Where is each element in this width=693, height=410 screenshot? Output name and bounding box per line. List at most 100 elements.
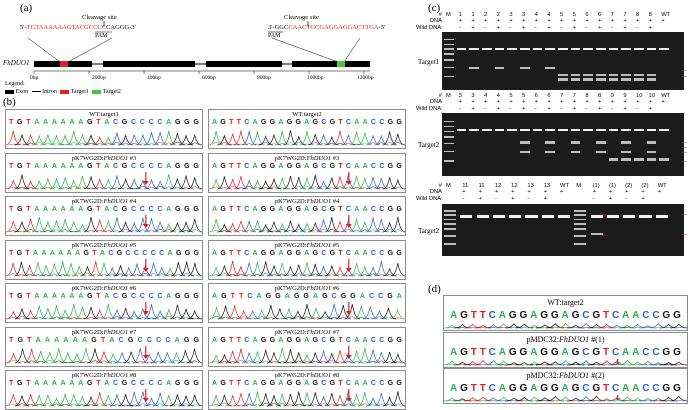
peak-C bbox=[366, 267, 380, 276]
base-A: A bbox=[354, 163, 359, 170]
base-G: G bbox=[266, 293, 271, 300]
lane-label: 11 bbox=[462, 183, 468, 189]
base-G: G bbox=[287, 163, 292, 170]
chromatogram-title: pK7WG2D:FhDUO1 #8 bbox=[209, 372, 405, 379]
base-A: A bbox=[212, 206, 217, 213]
base-C: C bbox=[582, 310, 589, 321]
base-G: G bbox=[193, 163, 198, 170]
base-G: G bbox=[295, 380, 300, 387]
base-C: C bbox=[371, 119, 376, 126]
base-G: G bbox=[270, 163, 275, 170]
lane-label: 8 bbox=[585, 93, 588, 99]
gel-band bbox=[647, 74, 657, 76]
gel-band bbox=[520, 151, 530, 153]
base-A: A bbox=[212, 380, 217, 387]
base-G: G bbox=[87, 380, 92, 387]
gel-band bbox=[444, 235, 456, 237]
base-G: G bbox=[540, 310, 548, 321]
base-G: G bbox=[673, 383, 681, 394]
lane-label: (1) bbox=[609, 183, 616, 189]
base-A: A bbox=[499, 310, 506, 321]
base-G: G bbox=[261, 337, 266, 344]
lane-label: (2) bbox=[625, 183, 632, 189]
gel-band bbox=[457, 129, 467, 131]
base-G: G bbox=[275, 293, 280, 300]
base-C: C bbox=[131, 163, 136, 170]
base-G: G bbox=[387, 293, 392, 300]
gel-band bbox=[444, 59, 454, 61]
base-G: G bbox=[330, 163, 335, 170]
base-T: T bbox=[9, 293, 13, 300]
base-G: G bbox=[117, 250, 122, 257]
peak-A bbox=[101, 395, 116, 406]
lane-label: + bbox=[649, 25, 652, 31]
base-G: G bbox=[175, 119, 180, 126]
background-peak bbox=[674, 364, 685, 365]
lane-label: 2 bbox=[497, 12, 500, 18]
base-C: C bbox=[612, 383, 619, 394]
base-T: T bbox=[92, 250, 96, 257]
base-G: G bbox=[91, 337, 96, 344]
lane-label: + bbox=[509, 99, 512, 105]
gel-band bbox=[647, 78, 657, 80]
lane-label: + bbox=[497, 18, 500, 24]
lane-label: 3 bbox=[471, 93, 474, 99]
peak-T bbox=[6, 353, 21, 362]
gel-band bbox=[482, 129, 492, 131]
cleavage-band-arrow: ← bbox=[600, 231, 609, 237]
base-G: G bbox=[322, 293, 327, 300]
base-A: A bbox=[52, 163, 57, 170]
gel-band bbox=[574, 228, 586, 230]
lane-label: + bbox=[459, 99, 462, 105]
gel-row-label: # bbox=[416, 93, 442, 99]
base-T: T bbox=[26, 206, 30, 213]
base-C: C bbox=[156, 337, 161, 344]
chromatogram-title: pK7WG2D:FhDUO1 #3 bbox=[209, 155, 405, 162]
lane-label: + bbox=[623, 18, 626, 24]
base-G: G bbox=[17, 293, 22, 300]
lane-label: 3 bbox=[522, 12, 525, 18]
lane-label: + bbox=[471, 106, 474, 112]
gel-row-label: DNA bbox=[416, 189, 442, 195]
base-C: C bbox=[379, 163, 384, 170]
base-T: T bbox=[229, 163, 233, 170]
base-T: T bbox=[101, 337, 105, 344]
base-C: C bbox=[247, 293, 252, 300]
peak-C bbox=[105, 267, 119, 275]
lane-label: + bbox=[649, 18, 652, 24]
gel-band bbox=[583, 74, 593, 76]
lane-label: + bbox=[497, 106, 500, 112]
base-T: T bbox=[26, 380, 30, 387]
base-C: C bbox=[140, 163, 145, 170]
gel-band bbox=[558, 215, 570, 217]
base-T: T bbox=[96, 293, 100, 300]
chromatogram-title: pK7WG2D:FhDUO1 #5 bbox=[209, 242, 405, 249]
base-A: A bbox=[34, 380, 39, 387]
base-A: A bbox=[304, 380, 309, 387]
lane-label: + bbox=[623, 99, 626, 105]
peak-A bbox=[169, 352, 184, 362]
gel-band bbox=[495, 129, 505, 131]
base-G: G bbox=[388, 163, 393, 170]
base-A: A bbox=[78, 119, 83, 126]
lane-label: + bbox=[593, 189, 596, 195]
base-G: G bbox=[572, 347, 580, 358]
base-A: A bbox=[52, 206, 57, 213]
base-A: A bbox=[285, 293, 290, 300]
lane-label: 12 bbox=[495, 183, 501, 189]
chromatogram-title: pMDC32:FhDUO1 #(1) bbox=[444, 335, 687, 344]
base-G: G bbox=[572, 310, 580, 321]
lane-label: M bbox=[446, 183, 451, 189]
gel-band bbox=[520, 48, 530, 50]
base-A: A bbox=[34, 119, 39, 126]
peak-C bbox=[374, 136, 388, 145]
peak-A bbox=[42, 351, 57, 362]
gel-band bbox=[574, 210, 586, 212]
peak-T bbox=[333, 221, 347, 232]
base-A: A bbox=[632, 383, 639, 394]
lane-label: + bbox=[522, 18, 525, 24]
lane-label: + bbox=[636, 99, 639, 105]
base-G: G bbox=[17, 119, 22, 126]
base-C: C bbox=[489, 310, 496, 321]
